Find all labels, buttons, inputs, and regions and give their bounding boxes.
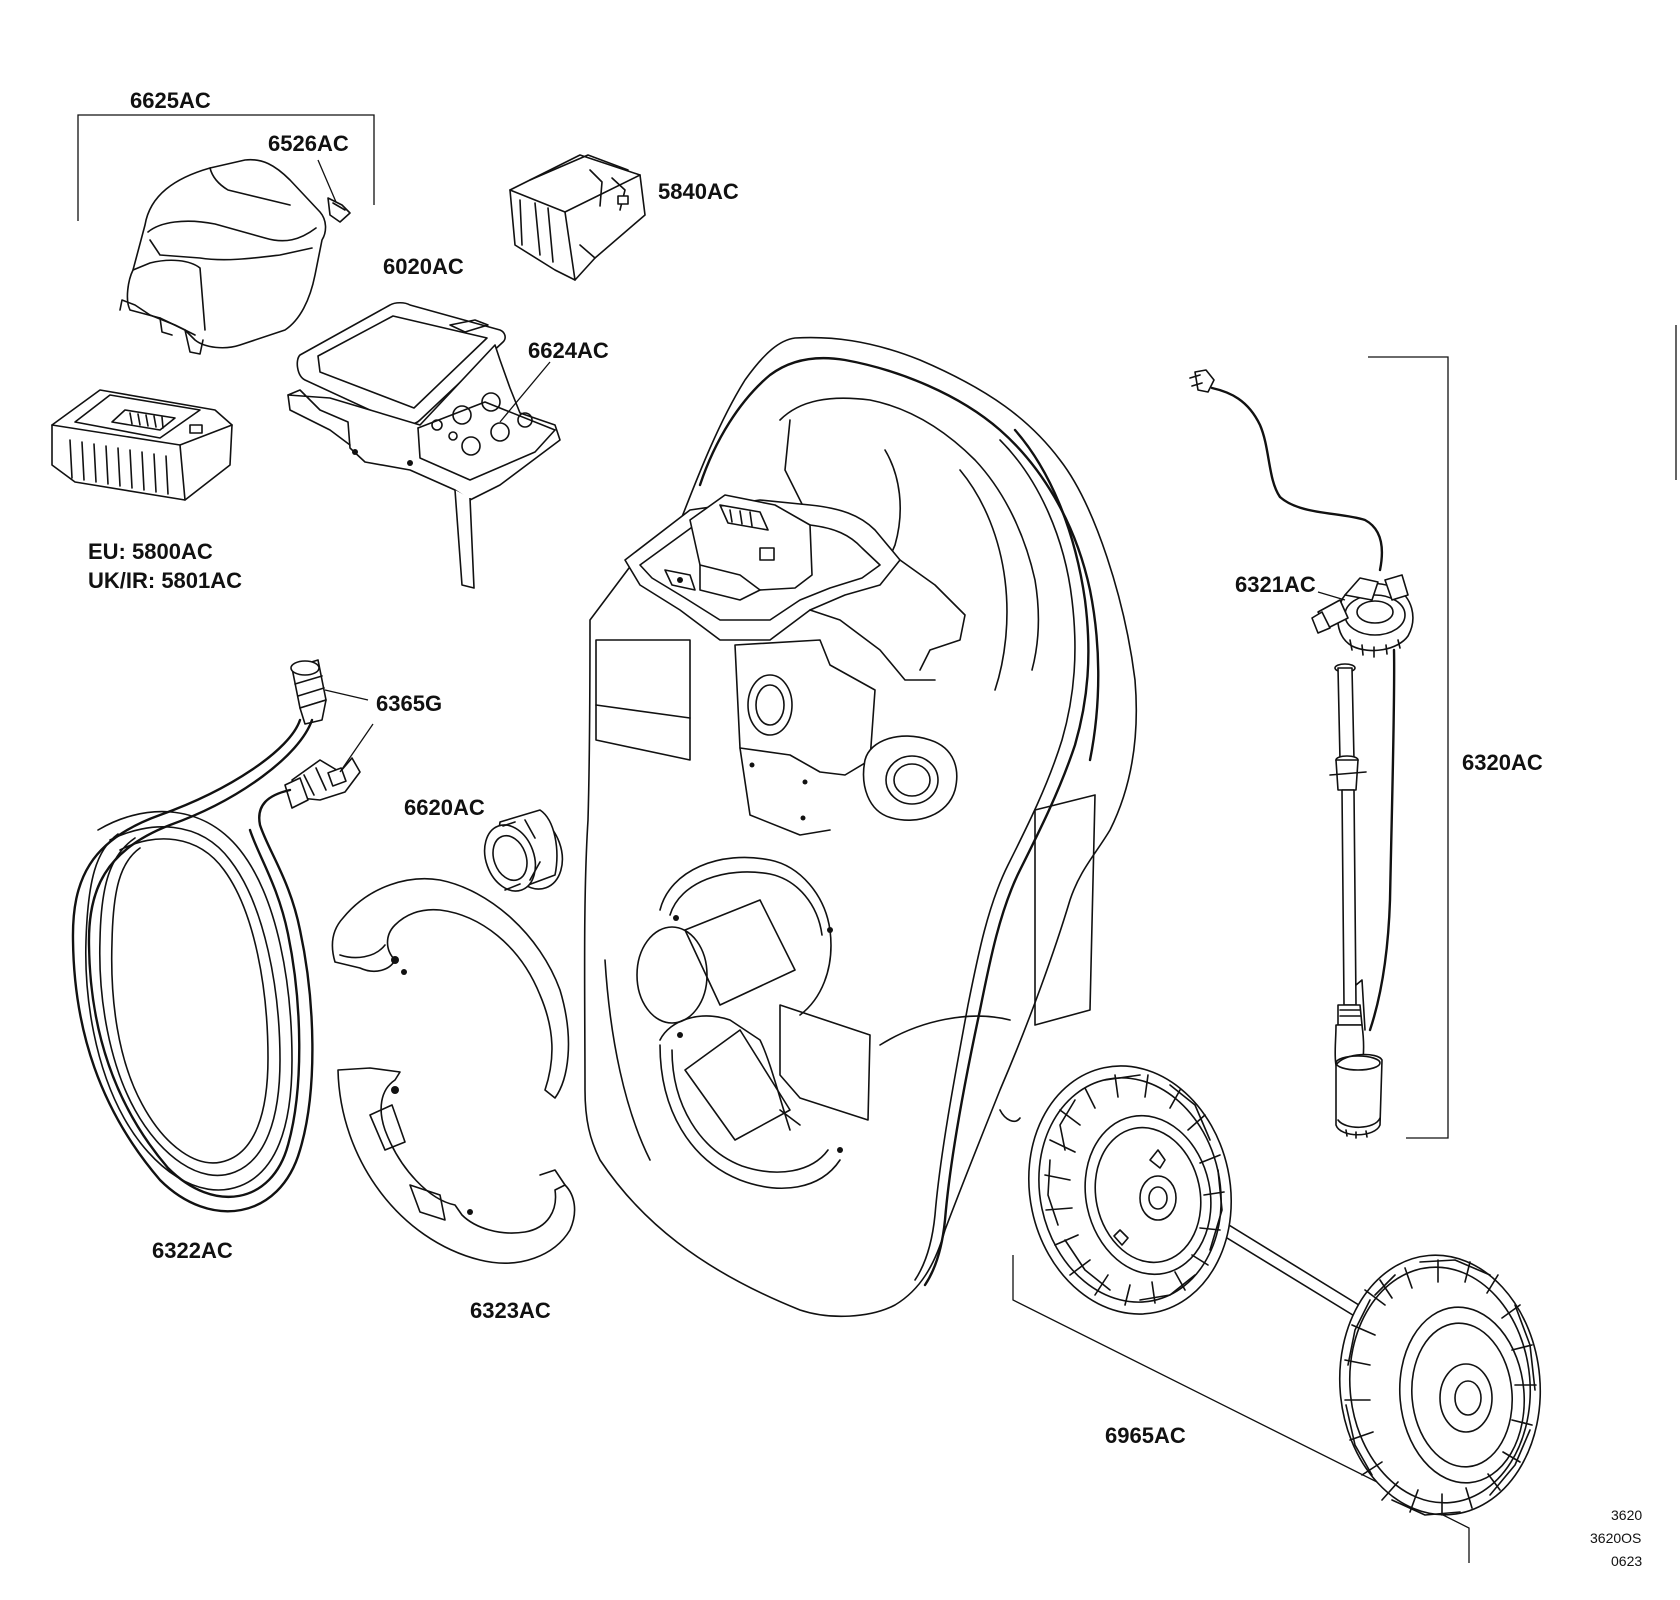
coiled-hose — [71, 718, 314, 1213]
footer-code-3: 0623 — [1611, 1553, 1642, 1569]
label-6625ac: 6625AC — [130, 88, 211, 113]
pump-tube — [1329, 648, 1396, 1139]
wheel-right — [1338, 1254, 1542, 1516]
hose-clamp-upper — [331, 878, 570, 1099]
lid-cover — [119, 158, 327, 355]
filter-cap — [483, 809, 564, 892]
label-6365g: 6365G — [376, 691, 442, 716]
label-charger-eu: EU: 5800AC — [88, 539, 213, 564]
footer-code-2: 3620OS — [1590, 1530, 1641, 1546]
label-6624ac: 6624AC — [528, 338, 609, 363]
label-charger-uk: UK/IR: 5801AC — [88, 568, 242, 593]
label-6620ac: 6620AC — [404, 795, 485, 820]
wheel-left — [1027, 1065, 1233, 1315]
latch-part — [317, 159, 351, 223]
pump-head-assembly — [1311, 574, 1414, 658]
label-6322ac: 6322AC — [152, 1238, 233, 1263]
control-panel-plate — [287, 344, 561, 589]
tank-body — [583, 336, 1138, 1318]
label-6323ac: 6323AC — [470, 1298, 551, 1323]
hose-connector-1 — [290, 659, 327, 725]
label-6965ac: 6965AC — [1105, 1423, 1186, 1448]
hose-connector-leaders — [324, 689, 374, 773]
label-6321ac: 6321AC — [1235, 572, 1316, 597]
pump-cable — [1189, 369, 1384, 572]
seal-frame — [296, 301, 506, 426]
cover-set-bracket — [77, 114, 375, 221]
label-6320ac: 6320AC — [1462, 750, 1543, 775]
pump-kit-bracket — [1368, 356, 1449, 1139]
battery-charger — [51, 389, 233, 501]
battery-pack — [509, 154, 646, 281]
label-5840ac: 5840AC — [658, 179, 739, 204]
label-6020ac: 6020AC — [383, 254, 464, 279]
footer-code-1: 3620 — [1611, 1507, 1642, 1523]
hose-clamp-lower — [337, 1067, 576, 1264]
wheel-kit-bracket — [1012, 1255, 1470, 1563]
label-6526ac: 6526AC — [268, 131, 349, 156]
hose-connector-2 — [284, 757, 361, 809]
